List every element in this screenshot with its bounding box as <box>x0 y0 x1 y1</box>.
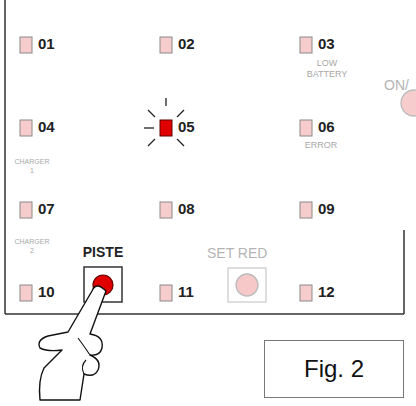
led-number: 06 <box>318 119 335 136</box>
panel-label: CHARGER 1 <box>12 157 52 175</box>
led-number: 01 <box>38 36 55 53</box>
led-number: 02 <box>178 36 195 53</box>
led-number: 07 <box>38 201 55 218</box>
led-number: 10 <box>38 284 55 301</box>
panel-label: PISTE <box>78 245 128 260</box>
panel-label: ERROR <box>296 140 346 151</box>
panel-label: LOW BATTERY <box>297 58 357 81</box>
led-number: 11 <box>178 284 194 301</box>
panel-label: SET RED <box>207 246 267 261</box>
led-number: 08 <box>178 201 195 218</box>
panel-label: CHARGER 2 <box>12 237 52 255</box>
led-number: 04 <box>38 119 55 136</box>
caption-box: Fig. 2 <box>264 340 404 398</box>
led-number: 05 <box>178 119 195 136</box>
panel-label: ON/ <box>384 78 409 93</box>
figure-caption: Fig. 2 <box>304 355 364 383</box>
led-number: 09 <box>318 201 335 218</box>
led-number: 12 <box>318 284 335 301</box>
led-number: 03 <box>318 36 335 53</box>
